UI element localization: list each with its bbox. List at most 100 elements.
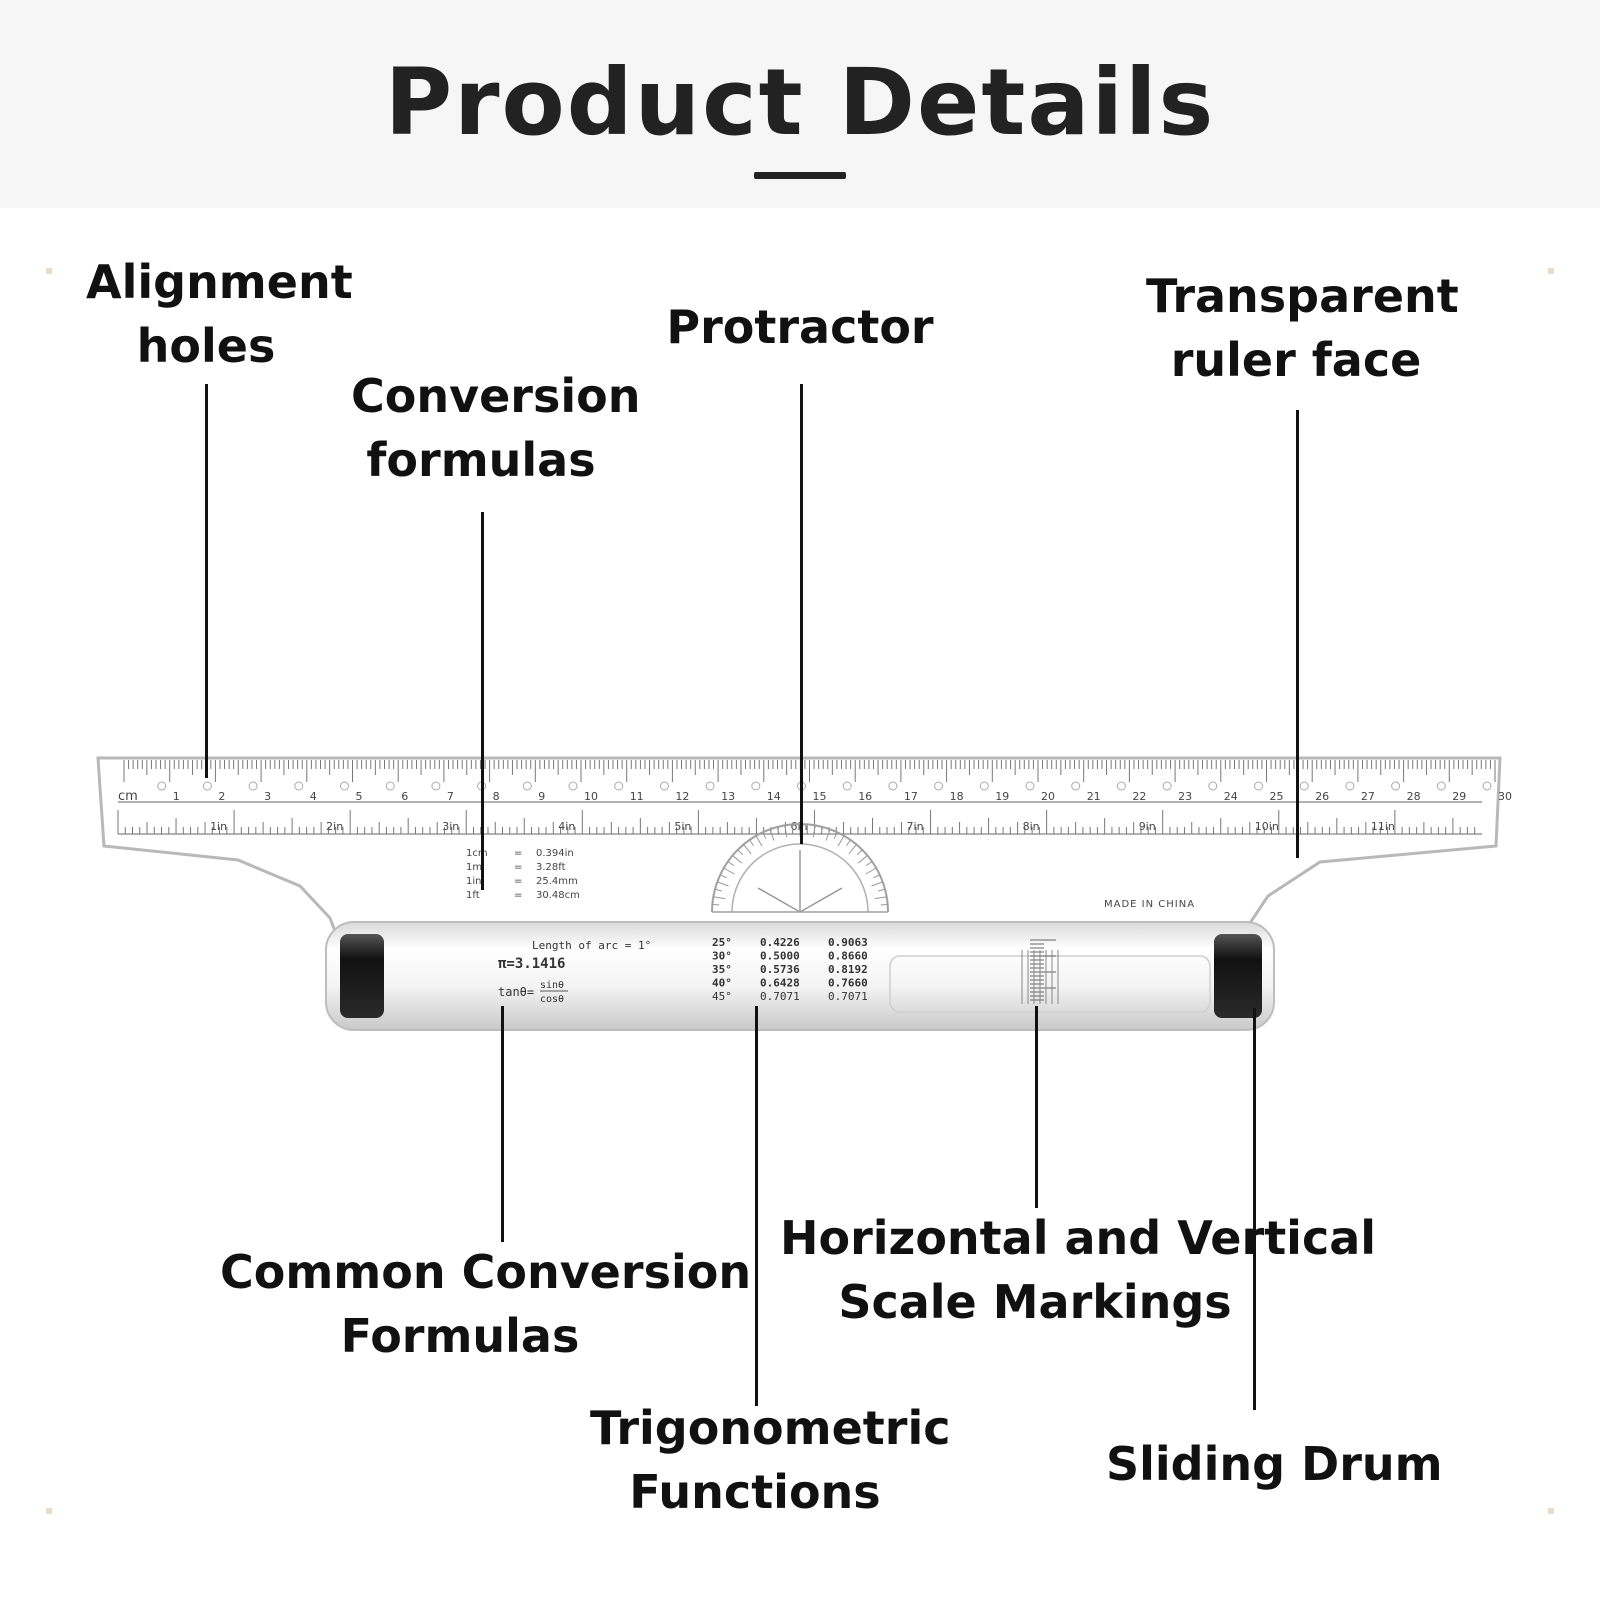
alignment-hole	[1299, 781, 1309, 791]
trig-cell: 0.5736	[760, 963, 800, 976]
cm-number-label: 2	[218, 790, 225, 803]
conv-row-3-a: 1in	[466, 876, 481, 887]
corner-mark	[1548, 268, 1554, 274]
alignment-hole	[1482, 781, 1492, 791]
cm-number-label: 14	[767, 790, 781, 803]
inch-number-label: 11in	[1371, 820, 1395, 833]
inch-number-label: 8in	[1023, 820, 1040, 833]
alignment-hole	[1436, 781, 1446, 791]
alignment-hole	[659, 781, 669, 791]
cm-number-label: 11	[630, 790, 644, 803]
cm-scale-ticks	[123, 760, 1496, 782]
protractor-tick	[717, 881, 729, 887]
leader-alignment-holes	[205, 384, 208, 778]
drum-arc-note: Length of arc = 1°	[532, 939, 651, 952]
callout-protractor: Protractor	[666, 300, 934, 354]
inch-number-label: 3in	[442, 820, 459, 833]
page-title: Product Details	[384, 49, 1216, 156]
cm-unit-label: cm	[118, 789, 138, 804]
protractor-tick	[714, 888, 722, 892]
alignment-hole	[248, 781, 258, 791]
corner-mark	[46, 268, 52, 274]
alignment-holes	[157, 781, 1492, 791]
protractor-tick	[776, 826, 780, 834]
inch-number-label: 2in	[326, 820, 343, 833]
cm-number-label: 28	[1407, 790, 1421, 803]
cm-number-label: 30	[1498, 790, 1512, 803]
cm-number-label: 29	[1452, 790, 1466, 803]
trig-cell: 30°	[712, 950, 732, 963]
leader-conversion-formulas	[481, 512, 484, 890]
trig-cell: 0.9063	[828, 936, 868, 949]
drum-pi-value: π=3.1416	[498, 956, 565, 972]
cm-number-label: 12	[675, 790, 689, 803]
trig-cell: 0.7071	[760, 990, 800, 1003]
inch-number-label: 5in	[674, 820, 691, 833]
leader-sliding-drum	[1253, 1008, 1256, 1410]
cm-number-label: 17	[904, 790, 918, 803]
alignment-hole	[1025, 781, 1035, 791]
protractor-tick	[762, 832, 767, 839]
protractor-tick	[720, 874, 727, 879]
trig-cell: 35°	[712, 963, 732, 976]
alignment-hole	[888, 781, 898, 791]
trig-cell: 0.5000	[760, 950, 800, 963]
trig-cell: 0.7071	[828, 990, 868, 1003]
protractor-tick	[743, 844, 752, 855]
protractor-tick	[873, 874, 880, 879]
cm-number-label: 23	[1178, 790, 1192, 803]
protractor-tick	[865, 867, 877, 875]
protractor-tick	[727, 861, 734, 866]
alignment-hole	[1116, 781, 1126, 791]
alignment-hole	[842, 781, 852, 791]
alignment-hole	[202, 781, 212, 791]
alignment-hole	[568, 781, 578, 791]
trig-cell: 0.6428	[760, 977, 800, 990]
protractor-tick	[784, 825, 788, 838]
leader-common-conversion-formulas	[501, 1006, 504, 1242]
alignment-hole	[1208, 781, 1218, 791]
alignment-hole	[751, 781, 761, 791]
inch-number-label: 7in	[907, 820, 924, 833]
conv-row-1-c: 0.394in	[536, 848, 574, 859]
cm-number-label: 1	[173, 790, 180, 803]
protractor-tick	[856, 849, 863, 856]
protractor-tick	[769, 829, 775, 841]
protractor-tick	[791, 824, 794, 832]
inch-number-label: 4in	[558, 820, 575, 833]
protractor-tick	[713, 896, 726, 900]
alignment-hole	[1345, 781, 1355, 791]
cm-number-label: 8	[493, 790, 500, 803]
conv-row-3-c: 25.4mm	[536, 876, 578, 887]
protractor-tick	[737, 849, 744, 856]
conv-row-4-b: =	[514, 890, 522, 901]
protractor-tick	[846, 839, 851, 846]
cm-number-label: 15	[813, 790, 827, 803]
cm-number-label: 7	[447, 790, 454, 803]
cm-number-label: 22	[1132, 790, 1146, 803]
drum-tan-formula: tanθ=	[498, 985, 534, 999]
trig-cell: 0.4226	[760, 936, 800, 949]
alignment-hole	[705, 781, 715, 791]
conv-row-2-c: 3.28ft	[536, 862, 566, 873]
alignment-hole	[979, 781, 989, 791]
conv-row-2-b: =	[514, 862, 522, 873]
alignment-hole	[431, 781, 441, 791]
sliding-drum: Length of arc = 1° π=3.1416 tanθ= sinθ c…	[325, 921, 1275, 1031]
ruler-body	[96, 756, 1502, 946]
cm-number-label: 4	[310, 790, 317, 803]
trig-cell: 0.8660	[828, 950, 868, 963]
protractor-tick	[749, 839, 754, 846]
trig-cell: 45°	[712, 990, 732, 1003]
trig-cell: 0.8192	[828, 963, 868, 976]
cm-number-label: 26	[1315, 790, 1329, 803]
conv-row-1-b: =	[514, 848, 522, 859]
conv-row-2-a: 1m	[466, 862, 482, 873]
trig-cell: 25°	[712, 936, 732, 949]
conv-row-4-a: 1ft	[466, 890, 480, 901]
